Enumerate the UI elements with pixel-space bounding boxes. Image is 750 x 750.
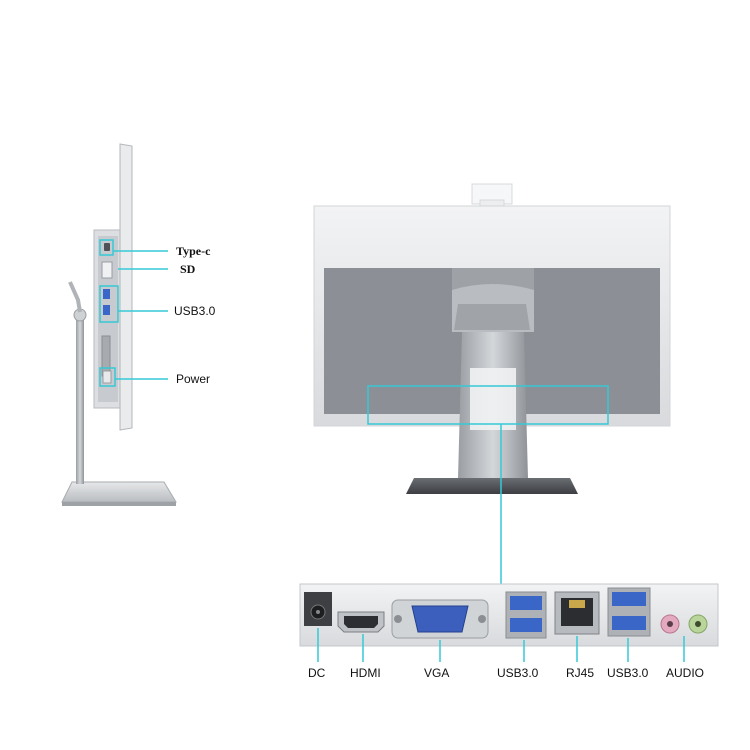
label-rj45: RJ45 bbox=[566, 666, 595, 680]
rear-view-monitor bbox=[313, 183, 671, 494]
label-sd: SD bbox=[180, 262, 196, 276]
port-pointers bbox=[317, 628, 685, 662]
label-usb3-left: USB3.0 bbox=[497, 666, 539, 680]
label-usb3-side: USB3.0 bbox=[174, 304, 216, 318]
label-hdmi: HDMI bbox=[350, 666, 381, 680]
label-dc: DC bbox=[308, 666, 326, 680]
label-type-c: Type-c bbox=[176, 244, 211, 258]
side-callouts bbox=[99, 239, 168, 387]
label-power: Power bbox=[176, 372, 211, 386]
label-usb3-right: USB3.0 bbox=[607, 666, 649, 680]
rear-callouts bbox=[367, 385, 609, 586]
label-audio: AUDIO bbox=[666, 666, 705, 680]
label-vga: VGA bbox=[424, 666, 450, 680]
side-view-monitor bbox=[61, 143, 177, 506]
port-panel bbox=[299, 583, 719, 647]
